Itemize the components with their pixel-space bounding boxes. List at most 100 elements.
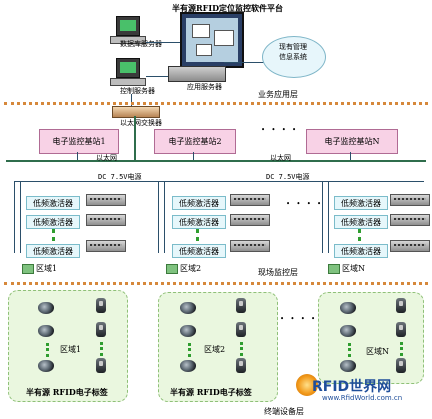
exciter-device-r2-b bbox=[230, 214, 270, 226]
tag-more-r2 bbox=[188, 343, 191, 357]
ethernet-backbone bbox=[6, 160, 426, 162]
tag-fob-icon bbox=[396, 358, 406, 373]
tag-fob-icon bbox=[236, 298, 246, 313]
ethernet-switch-icon bbox=[112, 106, 160, 118]
fob-more-r1 bbox=[100, 342, 103, 356]
tag-fob-icon bbox=[396, 322, 406, 337]
tag-icon bbox=[38, 360, 54, 372]
platform-title: 半有源RFID定位监控软件平台 bbox=[172, 3, 284, 13]
tag-fob-icon bbox=[96, 358, 106, 373]
exciter-r2-more bbox=[196, 229, 199, 241]
watermark-logo: RFID世界网 bbox=[312, 379, 392, 395]
exciter-device-rn-c bbox=[390, 240, 430, 252]
power-label-1: DC 7.5V电源 bbox=[98, 173, 142, 181]
regionn-bus bbox=[322, 181, 323, 253]
dc-power-bus bbox=[14, 181, 424, 182]
exciter-rn-c: 低频激活器 bbox=[334, 244, 388, 258]
zonen-label: 区域N bbox=[366, 347, 389, 356]
link-ctrl-switch bbox=[131, 94, 132, 106]
exciter-device-r2-c bbox=[230, 240, 270, 252]
region1-field-label: 区域1 bbox=[36, 264, 58, 273]
db-server-label: 数据库服务器 bbox=[120, 40, 162, 48]
stationn-link bbox=[350, 152, 351, 160]
region2-marker-icon bbox=[166, 264, 178, 274]
ethernet-label-1: 以太网 bbox=[96, 154, 117, 162]
exciter-r2-b: 低频激活器 bbox=[172, 215, 226, 229]
fob-more-rn bbox=[400, 342, 403, 356]
power-label-2: DC 7.5V电源 bbox=[266, 173, 310, 181]
database-server-icon bbox=[116, 16, 140, 36]
rfid-world-logo-icon bbox=[296, 374, 318, 396]
region2-bus-2 bbox=[164, 181, 165, 253]
database-server-base bbox=[110, 36, 146, 44]
regionn-marker-icon bbox=[328, 264, 340, 274]
region1-marker-icon bbox=[22, 264, 34, 274]
tag-icon bbox=[340, 302, 356, 314]
base-station-2: 电子监控基站2 bbox=[154, 129, 236, 154]
terminal-zone-2 bbox=[158, 292, 278, 402]
exciter-device-rn-b bbox=[390, 214, 430, 226]
ellipsis-zones: • • • • bbox=[280, 315, 318, 323]
zone1-label: 区域1 bbox=[60, 345, 82, 354]
exciter-rn-a: 低频激活器 bbox=[334, 196, 388, 210]
regionn-bus-2 bbox=[328, 181, 329, 253]
monitor-icon bbox=[180, 12, 244, 68]
exciter-r1-more bbox=[52, 229, 55, 241]
base-station-1: 电子监控基站1 bbox=[39, 129, 119, 154]
layer-business-label: 业务应用层 bbox=[258, 90, 298, 99]
layer-field-label: 现场监控层 bbox=[258, 268, 298, 277]
zone2-label: 区域2 bbox=[204, 345, 226, 354]
tag-icon bbox=[340, 360, 356, 372]
exciter-r1-b: 低频激活器 bbox=[26, 215, 80, 229]
ellipsis-stations: • • • • bbox=[261, 126, 299, 134]
exciter-r2-a: 低频激活器 bbox=[172, 196, 226, 210]
tag-fob-icon bbox=[236, 358, 246, 373]
tag-more-rn bbox=[348, 343, 351, 357]
control-server-icon bbox=[116, 58, 140, 78]
tag-icon bbox=[340, 325, 356, 337]
layer-divider-1 bbox=[4, 102, 428, 105]
zone1-tag-label: 半有源 RFID电子标签 bbox=[26, 387, 108, 397]
exciter-r2-c: 低频激活器 bbox=[172, 244, 226, 258]
link-db-app bbox=[146, 42, 180, 43]
exciter-device-r1-b bbox=[86, 214, 126, 226]
tag-fob-icon bbox=[396, 298, 406, 313]
station2-link bbox=[193, 152, 194, 160]
ethernet-label-2: 以太网 bbox=[270, 154, 291, 162]
zone2-tag-label: 半有源 RFID电子标签 bbox=[170, 387, 252, 397]
link-app-mis bbox=[224, 62, 268, 63]
fob-more-r2 bbox=[240, 342, 243, 356]
region2-field-label: 区域2 bbox=[180, 264, 202, 273]
ellipsis-regions: • • • • bbox=[286, 200, 324, 208]
layer-divider-2 bbox=[4, 282, 428, 285]
keyboard-icon bbox=[168, 66, 226, 82]
exciter-device-r1-a bbox=[86, 194, 126, 206]
exciter-device-r1-c bbox=[86, 240, 126, 252]
mis-label: 现有管理信息系统 bbox=[279, 43, 307, 61]
exciter-device-rn-a bbox=[390, 194, 430, 206]
watermark-url: www.RfidWorld.com.cn bbox=[322, 394, 403, 402]
switch-label: 以太网交换器 bbox=[120, 119, 162, 127]
exciter-device-r2-a bbox=[230, 194, 270, 206]
tag-fob-icon bbox=[96, 298, 106, 313]
regionn-field-label: 区域N bbox=[342, 264, 365, 273]
station1-link bbox=[77, 152, 78, 160]
region1-bus bbox=[14, 181, 15, 253]
ctrl-server-label: 控制服务器 bbox=[120, 87, 155, 95]
layer-terminal-label: 终端设备层 bbox=[264, 407, 304, 416]
tag-fob-icon bbox=[96, 322, 106, 337]
exciter-r1-c: 低频激活器 bbox=[26, 244, 80, 258]
switch-drop-line bbox=[134, 116, 136, 160]
tag-fob-icon bbox=[236, 322, 246, 337]
link-ctrl-app bbox=[146, 76, 168, 77]
tag-icon bbox=[38, 302, 54, 314]
app-server-label: 应用服务器 bbox=[187, 83, 222, 91]
tag-icon bbox=[180, 302, 196, 314]
region2-bus bbox=[158, 181, 159, 253]
tag-icon bbox=[38, 325, 54, 337]
region1-bus-2 bbox=[20, 181, 21, 253]
tag-icon bbox=[180, 325, 196, 337]
base-station-n: 电子监控基站N bbox=[306, 129, 398, 154]
exciter-r1-a: 低频激活器 bbox=[26, 196, 80, 210]
